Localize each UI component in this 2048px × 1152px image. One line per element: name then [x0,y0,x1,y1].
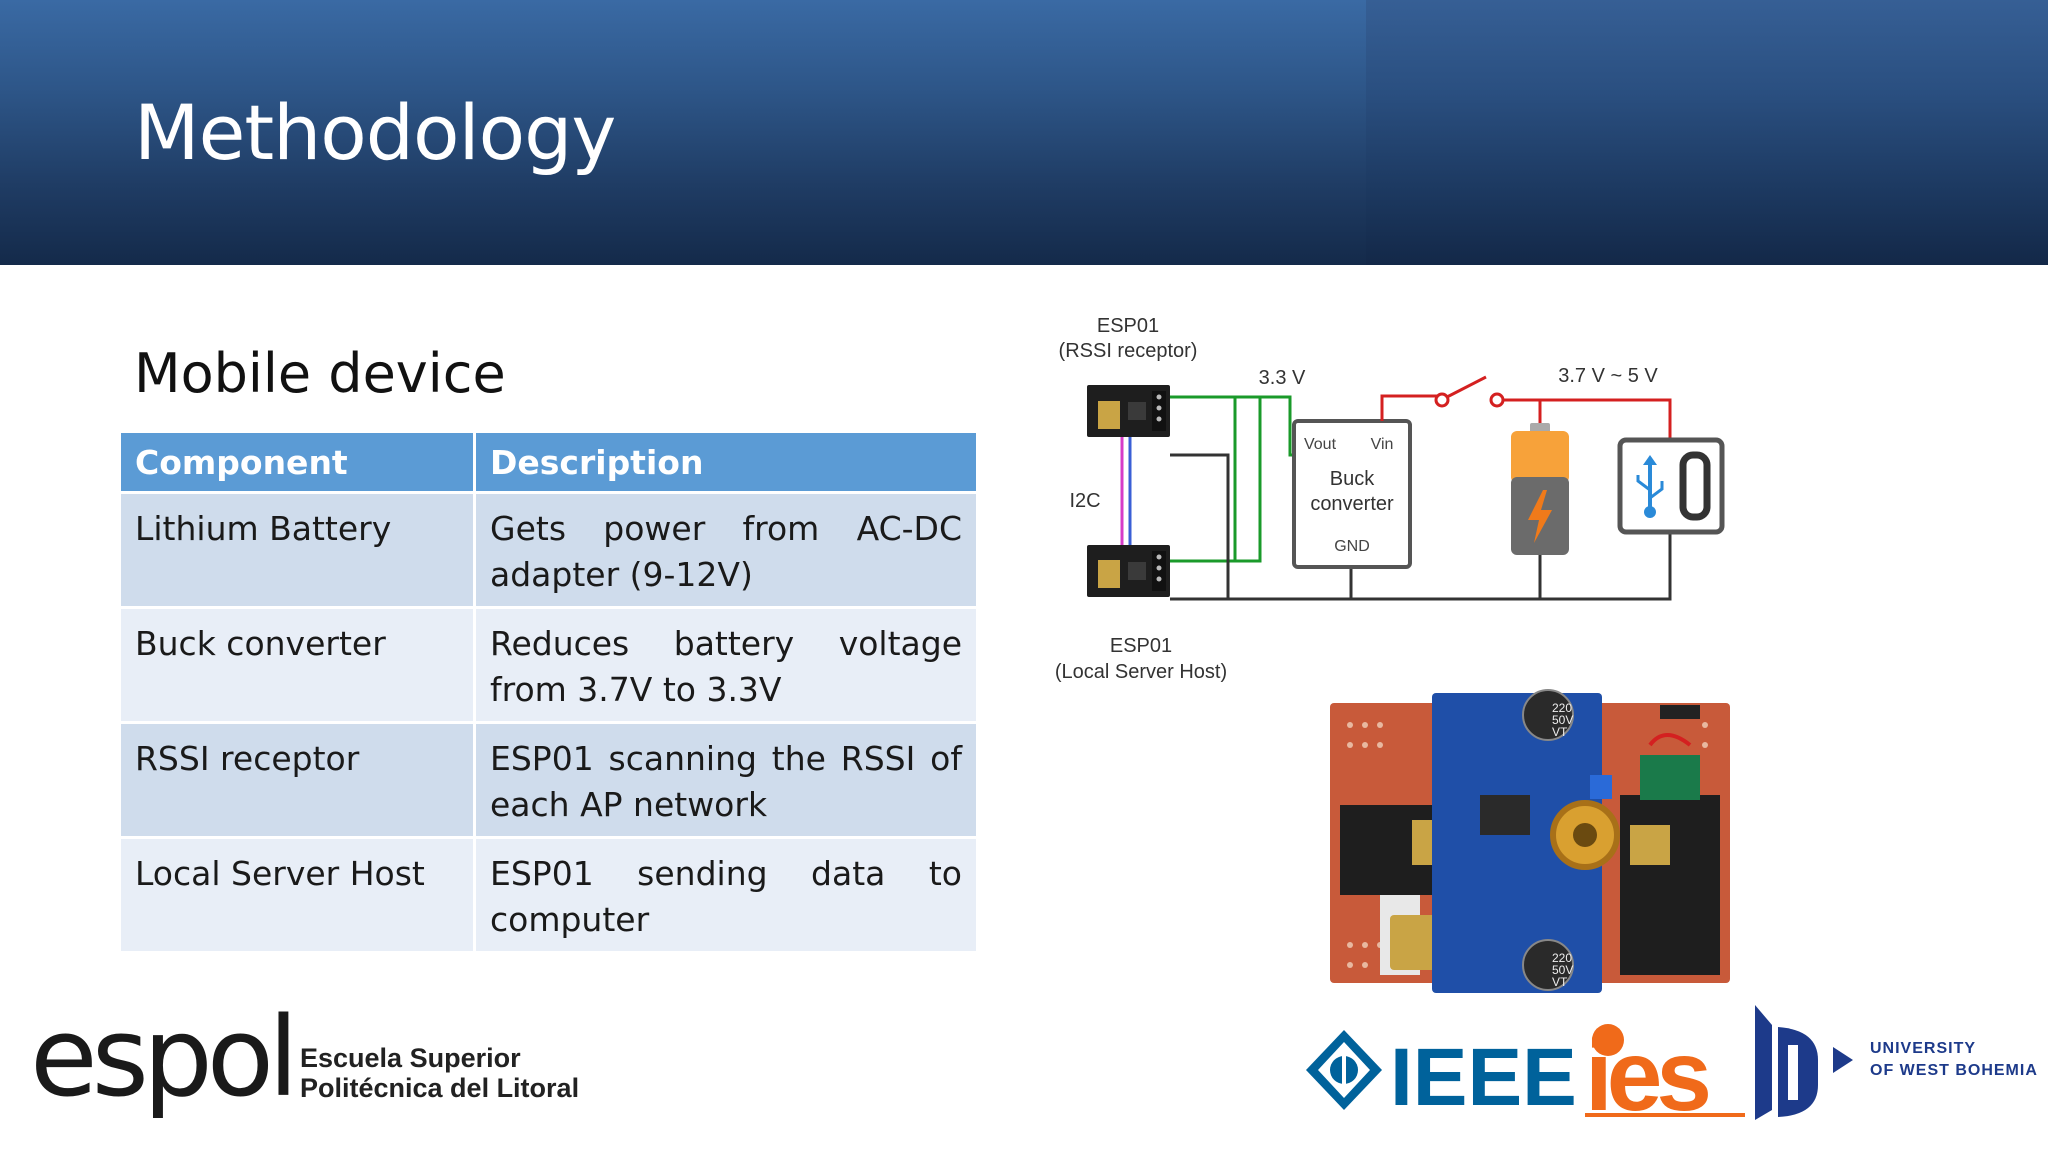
partner-logos: IEEE ies [1306,1005,1853,1132]
esp01-top-module [1087,385,1170,437]
cell-component: Lithium Battery [118,491,476,609]
battery-icon [1511,423,1569,555]
header-right-panel [1366,0,2048,265]
buck-label-line2: converter [1310,493,1394,515]
circuit-diagram: ESP01 (RSSI receptor) ESP01 (Local Serve… [1055,315,1725,683]
table-row: Lithium Battery Gets power from AC-DC ad… [118,491,979,609]
cell-description: Gets power from AC-DC adapter (9-12V) [473,491,979,609]
uwb-text: UNIVERSITY OF WEST BOHEMIA [1870,1038,2038,1082]
svg-text:220: 220 [1552,951,1572,965]
table-row: Local Server Host ESP01 sending data to … [118,836,979,954]
usb-connector-icon [1617,437,1725,535]
svg-text:VT: VT [1552,975,1568,989]
slide-header: Methodology [0,0,2048,265]
uwb-line-1: UNIVERSITY [1870,1040,1977,1057]
table-row: RSSI receptor ESP01 scanning the RSSI of… [118,721,979,839]
espol-institution-text: Escuela Superior Politécnica del Litoral [300,1043,579,1103]
esp01-bottom-module [1087,545,1170,597]
table-header-row: Component Description [118,430,979,494]
ieee-logo: IEEE [1306,1030,1577,1123]
buck-converter: Vout Vin Buck converter GND [1292,419,1412,569]
buck-vin-label: Vin [1371,436,1394,453]
wire-power [1380,394,1442,421]
section-title: Mobile device [134,342,506,405]
esp-bottom-role: (Local Server Host) [1055,661,1227,683]
cell-description: Reduces battery voltage from 3.7V to 3.3… [473,606,979,724]
uwb-logo [1755,1005,1853,1120]
svg-text:50V: 50V [1552,963,1573,977]
switch-icon [1434,392,1450,408]
cell-component: Buck converter [118,606,476,724]
esp-top-role: (RSSI receptor) [1059,340,1198,362]
table-row: Buck converter Reduces battery voltage f… [118,606,979,724]
cell-component: Local Server Host [118,836,476,954]
wire-gnd [1170,453,1230,599]
capacitor-top [1522,689,1574,741]
cell-description: ESP01 scanning the RSSI of each AP netwo… [473,721,979,839]
espol-line-2: Politécnica del Litoral [300,1073,580,1103]
svg-text:220: 220 [1552,701,1572,715]
buck-vout-label: Vout [1304,436,1337,453]
buck-gnd-label: GND [1334,538,1370,555]
uwb-line-2: OF WEST BOHEMIA [1870,1062,2038,1079]
component-table: Component Description Lithium Battery Ge… [118,430,979,954]
esp-top-name: ESP01 [1097,315,1159,337]
svg-text:50V: 50V [1552,713,1573,727]
ies-logo: ies [1585,1020,1745,1132]
pcb-board-photo: 220 50V VT 220 50V VT [1330,689,1730,993]
svg-text:IEEE: IEEE [1390,1032,1577,1123]
espol-line-1: Escuela Superior [300,1043,521,1073]
buck-label-line1: Buck [1330,468,1375,490]
column-header-component: Component [118,430,476,494]
wire-3v3 [1170,395,1262,563]
page-title: Methodology [134,88,616,177]
espol-logo: espol [30,1010,295,1121]
capacitor-bottom [1522,939,1574,991]
column-header-description: Description [473,430,979,494]
esp-bottom-name: ESP01 [1110,635,1172,657]
cell-component: RSSI receptor [118,721,476,839]
voltage-range-label: 3.7 V ~ 5 V [1558,365,1658,387]
cell-description: ESP01 sending data to computer [473,836,979,954]
i2c-label: I2C [1069,490,1100,512]
voltage-3v3-label: 3.3 V [1259,367,1306,389]
svg-text:espol: espol [30,1010,293,1121]
svg-text:VT: VT [1552,725,1568,739]
